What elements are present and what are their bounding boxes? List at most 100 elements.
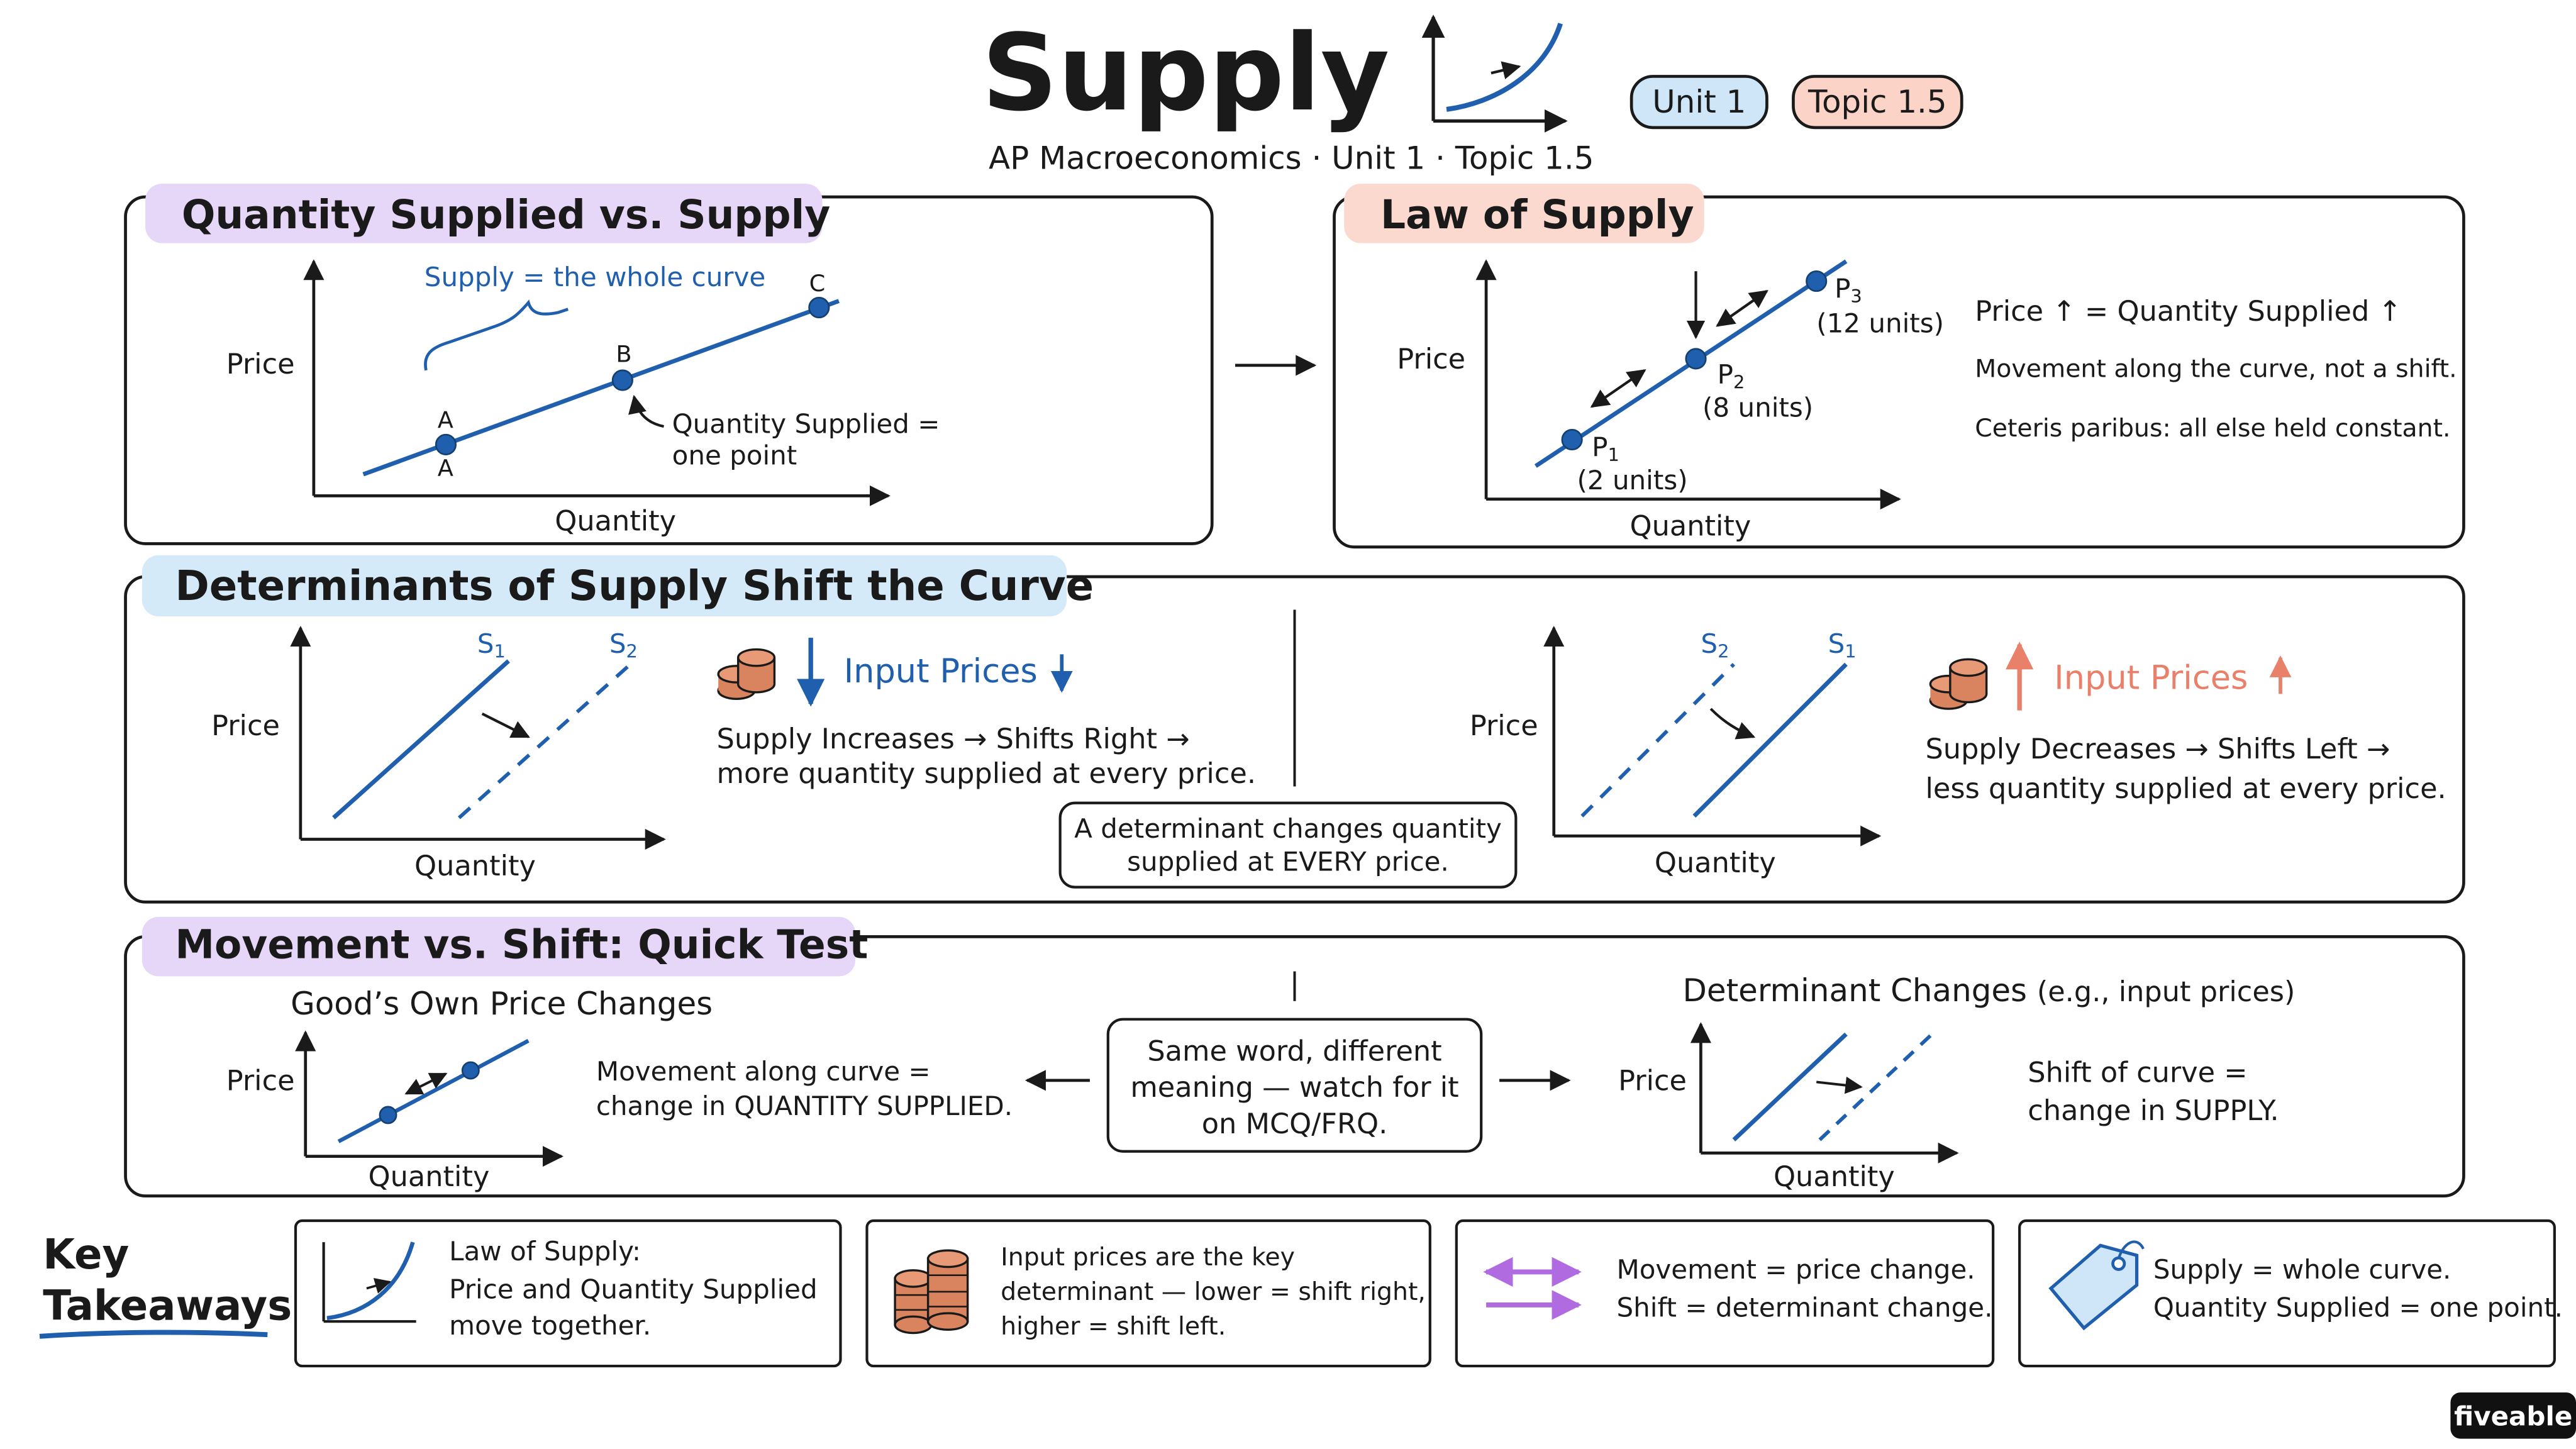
topic-badge-label: Topic 1.5 <box>1807 84 1947 120</box>
movement-arrow-lower <box>1590 369 1646 408</box>
y-axis-label: Price <box>226 348 295 380</box>
point-a-label-top: A <box>438 407 453 434</box>
header: Supply Unit 1 Topic 1.5 AP Macroeconomic… <box>982 11 1963 176</box>
shift-arrow <box>1816 1076 1863 1094</box>
y-axis-label: Price <box>1397 343 1465 375</box>
left-section-title: Good’s Own Price Changes <box>291 985 713 1022</box>
whole-curve-brace <box>424 299 569 371</box>
right-desc-line1: Shift of curve = <box>2028 1056 2247 1089</box>
input-prices-title: Input Prices <box>2054 659 2248 697</box>
panel-heading-highlight <box>142 555 1067 617</box>
law-rule: Price ↑ = Quantity Supplied ↑ <box>1975 295 2402 328</box>
supply-curve <box>337 1039 530 1143</box>
p3-label: P3 <box>1835 273 1862 307</box>
y-axis-label: Price <box>211 709 280 742</box>
card3-line2: Shift = determinant change. <box>1617 1292 1993 1323</box>
p2-units: (8 units) <box>1702 392 1813 423</box>
center-note-line1: Same word, different <box>1147 1035 1441 1067</box>
shift-right-arrow <box>481 713 530 738</box>
x-axis-label: Quantity <box>1774 1160 1895 1193</box>
s1-curve <box>1692 662 1848 818</box>
panel-heading-highlight <box>1344 184 1704 243</box>
original-curve <box>1732 1032 1848 1141</box>
callout-line2: one point <box>672 440 797 470</box>
supply-curve-icon <box>322 1241 416 1323</box>
x-axis-label: Quantity <box>369 1160 490 1193</box>
s2-curve <box>458 659 636 819</box>
center-note-line1: A determinant changes quantity <box>1074 813 1502 844</box>
coins-icon <box>1929 658 1988 710</box>
card2-line1: Input prices are the key <box>1001 1243 1295 1272</box>
double-arrow-icon <box>1483 1257 1582 1320</box>
card1-line2: Price and Quantity Supplied <box>449 1274 817 1304</box>
coins-icon <box>894 1249 969 1335</box>
supply-curve-icon <box>1421 14 1568 133</box>
point-p2 <box>1685 348 1707 370</box>
point-b <box>611 369 633 391</box>
p1-label: P1 <box>1592 431 1619 465</box>
point-c-label: C <box>809 270 826 297</box>
panel-heading: Movement vs. Shift: Quick Test <box>175 922 868 968</box>
topic-badge <box>1792 75 1963 130</box>
p1-units: (2 units) <box>1577 465 1687 496</box>
unit-badge-label: Unit 1 <box>1652 84 1746 120</box>
card4-line2: Quantity Supplied = one point. <box>2153 1292 2563 1323</box>
callout-line1: Quantity Supplied = <box>672 409 940 440</box>
coins-icon <box>717 648 776 701</box>
s1-curve <box>332 659 510 819</box>
point-p1 <box>1561 429 1583 451</box>
center-note-box <box>1106 1018 1483 1153</box>
s2-curve <box>1580 663 1735 818</box>
x-axis-label: Quantity <box>555 504 676 537</box>
takeaway-card-law <box>294 1219 842 1368</box>
supply-decrease-desc-line1: Supply Decreases → Shifts Left → <box>1925 733 2390 765</box>
x-axis-label: Quantity <box>1655 847 1776 879</box>
brand-logo: fiveable <box>2450 1392 2576 1439</box>
law-of-supply-panel: Law of Supply Price Quantity P1 (2 units… <box>1333 184 2465 549</box>
center-note-line3: on MCQ/FRQ. <box>1202 1108 1388 1140</box>
point-a <box>435 433 457 456</box>
takeaways-label-line2: Takeaways <box>43 1282 292 1330</box>
brand-logo-text: fiveable <box>2454 1401 2572 1432</box>
movement-arrow-upper <box>1716 290 1768 327</box>
p2-label: P2 <box>1718 359 1745 393</box>
brace-label: Supply = the whole curve <box>425 262 766 292</box>
card3-line1: Movement = price change. <box>1617 1254 1975 1285</box>
takeaways-underline <box>39 1330 268 1339</box>
page-title: Supply <box>982 11 1389 135</box>
p3-units: (12 units) <box>1816 308 1944 338</box>
panel-heading: Law of Supply <box>1380 192 1694 238</box>
point-p3 <box>1806 270 1828 292</box>
s2-label: S2 <box>1701 628 1729 662</box>
right-section-title: Determinant Changes(e.g., input prices) <box>1683 972 2296 1009</box>
quantity-supplied-panel: Quantity Supplied vs. Supply Price Quant… <box>124 184 1214 545</box>
card2-line2: determinant — lower = shift right, <box>1001 1277 1426 1306</box>
card1-line1: Law of Supply: <box>449 1236 641 1267</box>
movement-arrow <box>404 1072 448 1095</box>
card1-line3: move together. <box>449 1310 651 1341</box>
supply-increase-desc-line2: more quantity supplied at every price. <box>717 757 1256 790</box>
shifted-curve <box>1818 1033 1933 1141</box>
determinants-panel: Determinants of Supply Shift the Curve P… <box>124 555 2465 904</box>
law-note-movement: Movement along the curve, not a shift. <box>1975 354 2457 383</box>
point-a-label-bottom: A <box>438 455 453 482</box>
supply-increase-desc-line1: Supply Increases → Shifts Right → <box>717 723 1190 755</box>
right-desc-line2: change in SUPPLY. <box>2028 1094 2279 1127</box>
page-subtitle: AP Macroeconomics · Unit 1 · Topic 1.5 <box>989 140 1594 176</box>
takeaways-label-line1: Key <box>43 1231 129 1279</box>
x-axis-label: Quantity <box>414 850 536 882</box>
takeaway-card-movement-shift <box>1455 1219 1995 1368</box>
center-note-line2: supplied at EVERY price. <box>1127 846 1449 877</box>
center-note-line2: meaning — watch for it <box>1130 1071 1458 1104</box>
point-lower <box>379 1106 397 1124</box>
panel-heading: Determinants of Supply Shift the Curve <box>175 562 1094 610</box>
point-c <box>808 296 830 319</box>
point-b-label: B <box>616 341 631 368</box>
left-desc-line2: change in QUANTITY SUPPLIED. <box>596 1091 1013 1121</box>
point-upper <box>461 1061 480 1080</box>
panel-heading-highlight <box>142 916 856 977</box>
s1-label: S1 <box>1828 628 1857 662</box>
card2-line3: higher = shift left. <box>1001 1312 1226 1341</box>
panel-heading: Quantity Supplied vs. Supply <box>182 192 830 238</box>
